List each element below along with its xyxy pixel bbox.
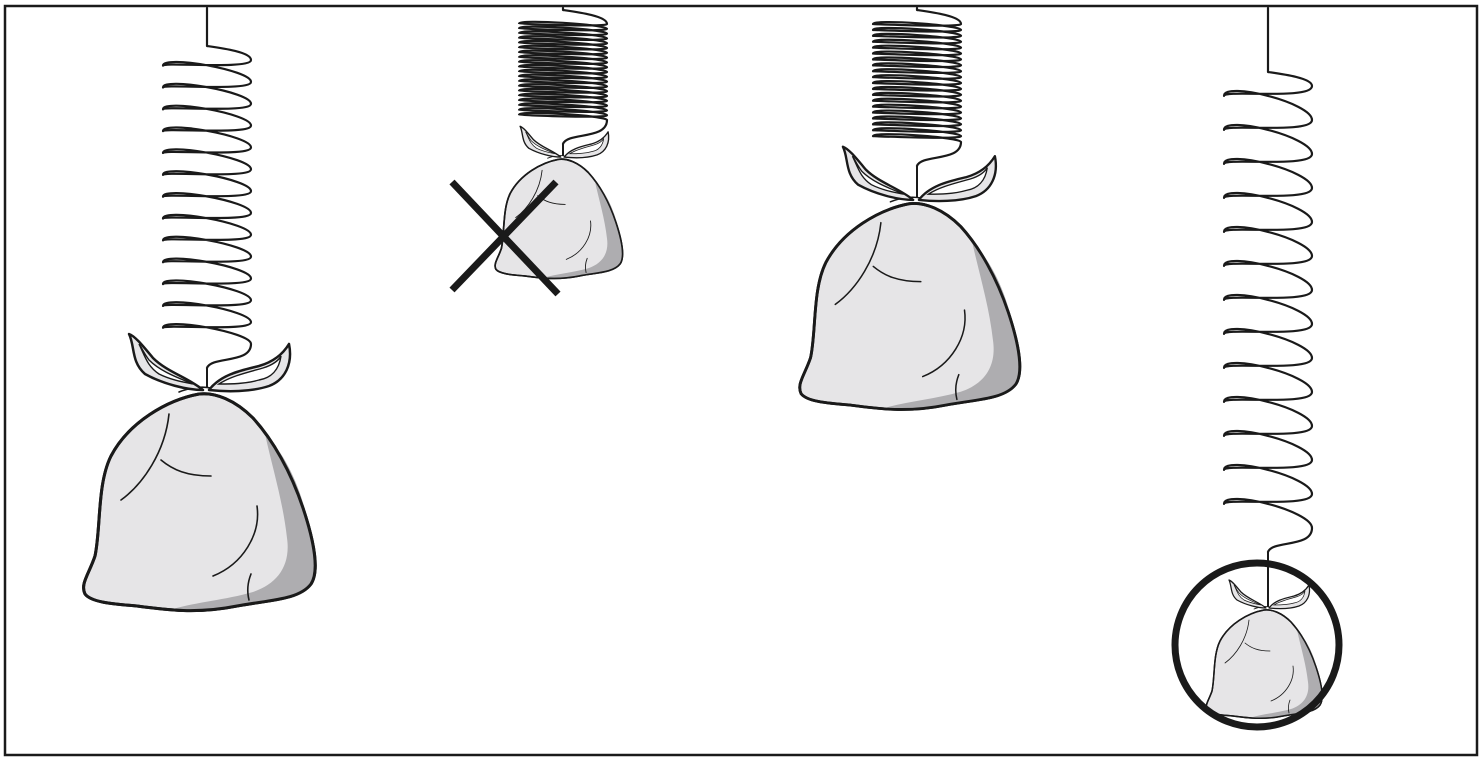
small-bag <box>495 126 622 278</box>
panel-compressed-spring-small-bag <box>452 8 622 294</box>
panel-stretched-spring-small-bag <box>1175 8 1339 727</box>
panel-compressed-spring-large-bag <box>800 8 1020 409</box>
small-bag <box>1206 580 1322 718</box>
large-bag <box>84 334 316 611</box>
panel-stretched-spring-heavy-bag <box>84 8 316 611</box>
compressed-spring <box>519 8 607 144</box>
compressed-spring <box>873 8 961 166</box>
stretched-spring <box>1224 8 1312 552</box>
large-bag <box>800 147 1020 410</box>
stretched-spring <box>163 8 251 368</box>
